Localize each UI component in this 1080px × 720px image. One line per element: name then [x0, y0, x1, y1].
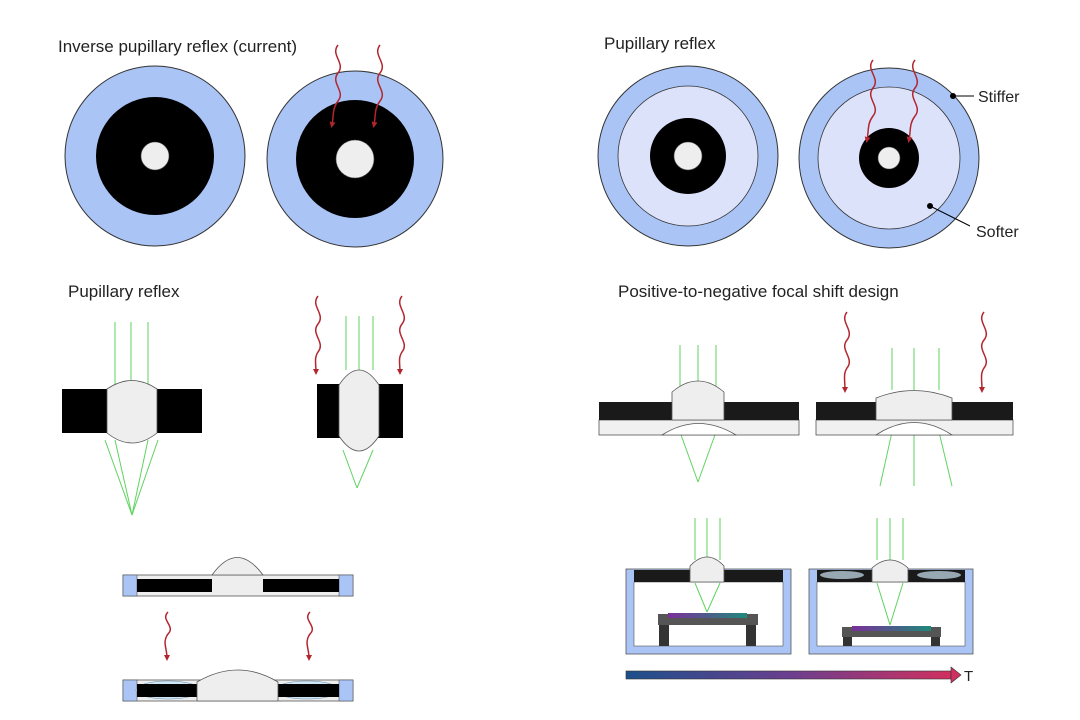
wavy-arrow-icon	[864, 59, 876, 143]
heading-focal-shift-design: Positive-to-negative focal shift design	[618, 282, 899, 301]
wavy-arrow-icon	[163, 611, 171, 661]
heading-pupillary-reflex-middle: Pupillary reflex	[68, 282, 180, 301]
wavy-arrow-icon	[841, 311, 850, 393]
focal-shift-positive	[598, 345, 800, 483]
housing-defocused	[808, 518, 974, 655]
iris-pupillary-illuminated	[798, 67, 980, 249]
wavy-arrow-icon	[396, 295, 405, 375]
wavy-arrow-icon	[312, 295, 321, 375]
label-stiffer: Stiffer	[978, 89, 1020, 106]
callout-softer: Softer	[927, 203, 1019, 241]
wavy-arrow-icon	[329, 44, 341, 128]
wavy-arrow-icon	[305, 611, 313, 661]
wavy-arrow-icon	[978, 311, 987, 393]
strip-device-resting	[122, 557, 354, 597]
temperature-axis: T	[625, 666, 973, 685]
housing-focused	[625, 518, 792, 655]
iris-inverse-illuminated	[266, 70, 444, 248]
label-softer: Softer	[976, 224, 1019, 241]
heading-pupillary-reflex-top: Pupillary reflex	[604, 34, 716, 53]
wavy-arrow-icon	[371, 44, 383, 128]
arrow-head-icon	[950, 666, 962, 684]
callout-stiffer: Stiffer	[950, 89, 1020, 106]
heading-inverse-pupillary-reflex: Inverse pupillary reflex (current)	[58, 37, 297, 56]
iris-inverse-resting	[64, 65, 246, 247]
iris-pupillary-resting	[597, 65, 779, 247]
stimulus-arrows-inverse	[329, 44, 383, 128]
wavy-arrow-icon	[906, 59, 918, 143]
focal-shift-negative	[815, 311, 1014, 487]
cross-section-contracted-lens	[312, 295, 405, 489]
cross-section-converging-lens	[62, 322, 202, 516]
stimulus-arrows-pupillary	[864, 59, 918, 143]
strip-device-illuminated	[122, 611, 354, 702]
temperature-label: T	[964, 668, 973, 685]
